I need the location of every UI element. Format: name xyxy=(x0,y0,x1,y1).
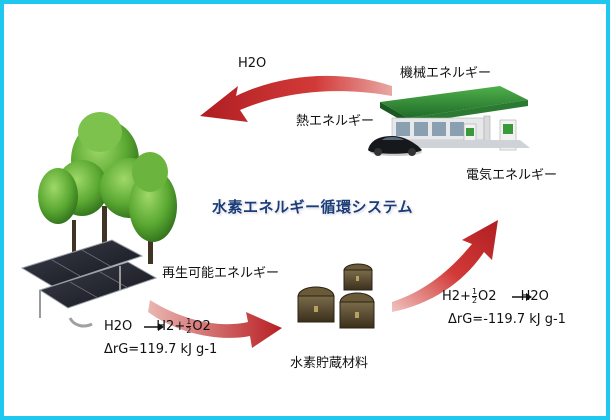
renewable-energy-label: 再生可能エネルギー xyxy=(162,266,280,281)
production-arrow xyxy=(148,300,282,348)
equation-left-reactant: H2O xyxy=(104,319,133,334)
electrolysis-gibbs: ΔrG=119.7 kJ g-1 xyxy=(104,342,218,357)
electrical-energy-label: 電気エネルギー xyxy=(466,168,558,183)
hydrogen-storage-label: 水素貯蔵材料 xyxy=(290,356,369,371)
equation-left-o2: O2 xyxy=(192,319,211,334)
water-label: H2O xyxy=(238,56,267,71)
equation-right-frac-num: 1 xyxy=(471,287,478,297)
solar-panels-icon xyxy=(20,239,158,328)
energy-use-arrow xyxy=(392,220,498,312)
equation-left-frac-den: 2 xyxy=(186,326,192,335)
reaction-arrow-right xyxy=(512,293,532,301)
combustion-gibbs: ΔrG=-119.7 kJ g-1 xyxy=(448,312,566,327)
equation-right-o2: O2 xyxy=(478,289,497,304)
equation-right-h2: H2+ xyxy=(442,289,471,304)
equation-right-frac-den: 2 xyxy=(471,296,478,305)
water-cycle-arrow xyxy=(200,75,392,122)
hydrogen-station-icon xyxy=(380,86,530,151)
car-icon xyxy=(368,136,422,156)
hydrogen-storage-chests-icon xyxy=(297,263,375,329)
trees-icon xyxy=(38,112,177,266)
equation-right-product: H2O xyxy=(520,289,549,304)
equation-left-h2: H2+ xyxy=(156,319,186,334)
reaction-arrow-left xyxy=(144,323,164,331)
equation-left-frac-num: 1 xyxy=(186,317,192,327)
diagram-title: 水素エネルギー循環システム xyxy=(212,198,414,216)
mechanical-energy-label: 機械エネルギー xyxy=(400,66,492,81)
thermal-energy-label: 熱エネルギー xyxy=(296,114,375,129)
